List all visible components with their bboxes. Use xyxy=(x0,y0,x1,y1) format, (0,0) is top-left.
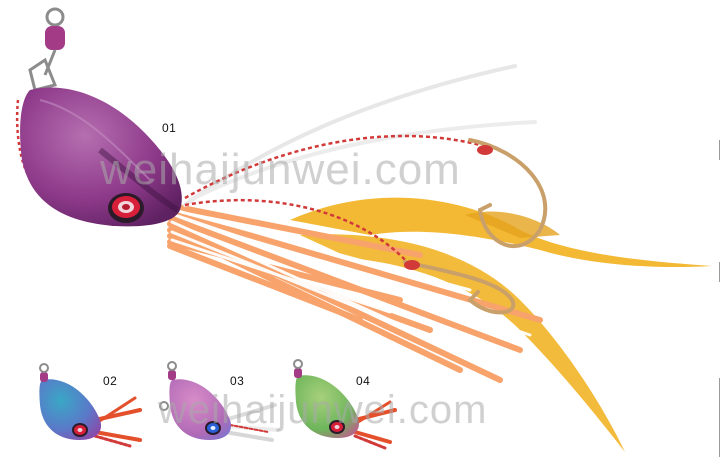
skirt-01 xyxy=(167,203,543,383)
hook-01b xyxy=(403,260,516,315)
lure-04 xyxy=(293,359,397,450)
watermark-large: weihaijunwei.com xyxy=(100,145,461,194)
lure-03 xyxy=(159,361,280,442)
lure-02 xyxy=(39,363,144,448)
lure-head-02 xyxy=(39,379,102,440)
eye-01 xyxy=(108,193,144,223)
hook-01a xyxy=(468,138,548,249)
assist-lines-01 xyxy=(15,99,481,266)
tail-yellow-01 xyxy=(290,197,712,452)
lure-head-04 xyxy=(295,375,360,438)
eye-03 xyxy=(205,421,221,435)
product-code-03: 03 xyxy=(230,374,245,388)
swivel-01 xyxy=(28,7,65,92)
eye-04 xyxy=(329,420,345,434)
product-code-04: 04 xyxy=(356,374,371,388)
product-code-02: 02 xyxy=(103,374,118,388)
lure-01 xyxy=(15,7,712,452)
white-strands-01 xyxy=(183,64,537,207)
lure-head-01 xyxy=(20,87,182,227)
hook-knots-01 xyxy=(404,145,493,270)
eye-02 xyxy=(72,423,88,437)
product-code-01: 01 xyxy=(162,121,177,135)
watermark-small: weihaijunwei.com xyxy=(158,388,488,432)
